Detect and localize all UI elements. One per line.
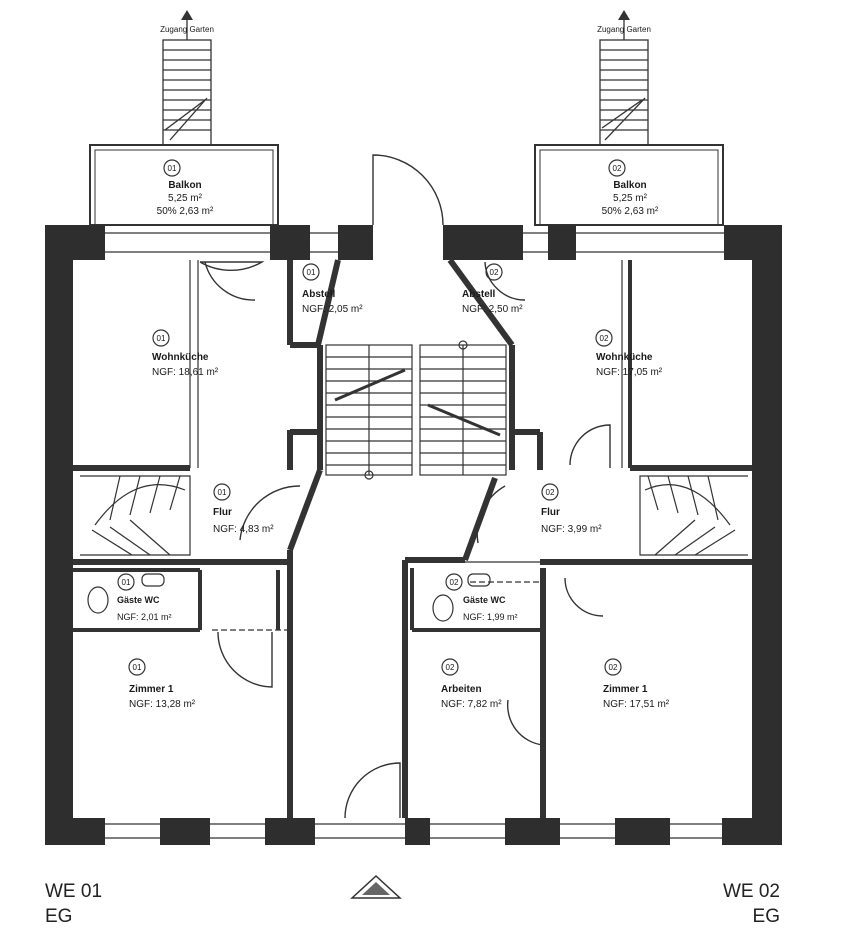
svg-text:50% 2,63 m²: 50% 2,63 m² [602, 206, 659, 217]
svg-text:NGF: 17,51 m²: NGF: 17,51 m² [603, 699, 670, 710]
svg-text:02: 02 [609, 663, 618, 672]
interior-walls [73, 258, 752, 818]
svg-text:Abstell: Abstell [462, 289, 496, 300]
svg-text:02: 02 [490, 268, 499, 277]
entrance-arrow-icon [350, 874, 402, 899]
svg-text:50% 2,63 m²: 50% 2,63 m² [157, 206, 214, 217]
garden-stairs-right-arrow [618, 10, 630, 20]
room-gaestewc-02: 02 Gäste WC NGF: 1,99 m² [445, 573, 518, 622]
svg-text:NGF: 4,83 m²: NGF: 4,83 m² [213, 524, 274, 535]
svg-text:01: 01 [168, 164, 177, 173]
wc-fixtures-left [87, 573, 165, 614]
garden-stairs-left-arrow [181, 10, 193, 20]
svg-text:NGF: 13,28 m²: NGF: 13,28 m² [129, 699, 196, 710]
svg-text:01: 01 [157, 334, 166, 343]
svg-text:NGF: 3,99 m²: NGF: 3,99 m² [541, 524, 602, 535]
garden-stairs-left [162, 18, 212, 146]
room-balkon-01: 01 Balkon 5,25 m² 50% 2,63 m² [157, 159, 214, 217]
entrance-arrow-inner [362, 882, 390, 895]
svg-text:02: 02 [450, 578, 459, 587]
svg-text:NGF: 18,61 m²: NGF: 18,61 m² [152, 367, 219, 378]
unit-name-right: WE 02 [722, 881, 780, 902]
svg-text:NGF: 2,50 m²: NGF: 2,50 m² [462, 304, 523, 315]
svg-text:02: 02 [600, 334, 609, 343]
svg-text:NGF: 2,01 m²: NGF: 2,01 m² [117, 612, 172, 622]
svg-text:02: 02 [546, 488, 555, 497]
room-zimmer1-01: 01 Zimmer 1 NGF: 13,28 m² [128, 658, 196, 710]
room-flur-02: 02 Flur NGF: 3,99 m² [541, 483, 602, 535]
svg-text:Gäste WC: Gäste WC [117, 595, 160, 605]
svg-text:02: 02 [446, 663, 455, 672]
floor-name-left: EG [45, 905, 73, 927]
windows [105, 232, 724, 839]
svg-text:01: 01 [133, 663, 142, 672]
unit-label-left: WE 01 EG [45, 880, 102, 929]
svg-text:01: 01 [307, 268, 316, 277]
svg-text:NGF: 7,82 m²: NGF: 7,82 m² [441, 699, 502, 710]
room-zimmer1-02: 02 Zimmer 1 NGF: 17,51 m² [603, 658, 670, 710]
svg-text:Flur: Flur [541, 507, 560, 518]
svg-text:NGF: 17,05 m²: NGF: 17,05 m² [596, 367, 663, 378]
svg-text:Abstell: Abstell [302, 289, 336, 300]
room-balkon-02: 02 Balkon 5,25 m² 50% 2,63 m² [602, 159, 659, 217]
svg-text:Wohnküche: Wohnküche [596, 352, 653, 363]
room-abstell-02: 02 Abstell NGF: 2,50 m² [462, 263, 523, 315]
svg-text:01: 01 [218, 488, 227, 497]
svg-text:Zimmer 1: Zimmer 1 [603, 684, 648, 695]
svg-text:Balkon: Balkon [613, 180, 646, 191]
svg-text:Zimmer 1: Zimmer 1 [129, 684, 174, 695]
room-gaestewc-01: 01 Gäste WC NGF: 2,01 m² [117, 573, 172, 622]
balcony-left [89, 144, 279, 226]
svg-text:Gäste WC: Gäste WC [463, 595, 506, 605]
floor-name-right: EG [752, 905, 780, 927]
room-arbeiten-02: 02 Arbeiten NGF: 7,82 m² [441, 658, 502, 710]
room-wohnkueche-02: 02 Wohnküche NGF: 17,05 m² [595, 329, 663, 378]
thin-lines [189, 260, 623, 631]
room-wohnkueche-01: 01 Wohnküche NGF: 18,61 m² [152, 329, 219, 378]
room-abstell-01: 01 Abstell NGF: 2,05 m² [302, 263, 363, 315]
wc-fixtures-right [432, 573, 491, 622]
winding-stairs-left [80, 475, 191, 556]
unit-label-right: WE 02 EG [723, 880, 780, 929]
garden-stairs-right [599, 18, 649, 146]
garden-access-right-label: Zugang Garten [597, 25, 651, 34]
svg-text:NGF: 1,99 m²: NGF: 1,99 m² [463, 612, 518, 622]
svg-text:NGF: 2,05 m²: NGF: 2,05 m² [302, 304, 363, 315]
main-staircase [325, 340, 507, 480]
room-flur-01: 01 Flur NGF: 4,83 m² [213, 483, 274, 535]
svg-text:Wohnküche: Wohnküche [152, 352, 209, 363]
svg-text:5,25 m²: 5,25 m² [613, 193, 648, 204]
svg-text:5,25 m²: 5,25 m² [168, 193, 203, 204]
doors [199, 154, 611, 819]
unit-name-left: WE 01 [45, 881, 103, 902]
svg-text:Arbeiten: Arbeiten [441, 684, 482, 695]
winding-stairs-right [639, 475, 748, 556]
svg-text:01: 01 [122, 578, 131, 587]
svg-text:Flur: Flur [213, 507, 232, 518]
exterior-walls [45, 225, 782, 845]
balcony-right [534, 144, 724, 226]
garden-access-left-label: Zugang Garten [160, 25, 214, 34]
svg-text:02: 02 [613, 164, 622, 173]
svg-text:Balkon: Balkon [168, 180, 201, 191]
